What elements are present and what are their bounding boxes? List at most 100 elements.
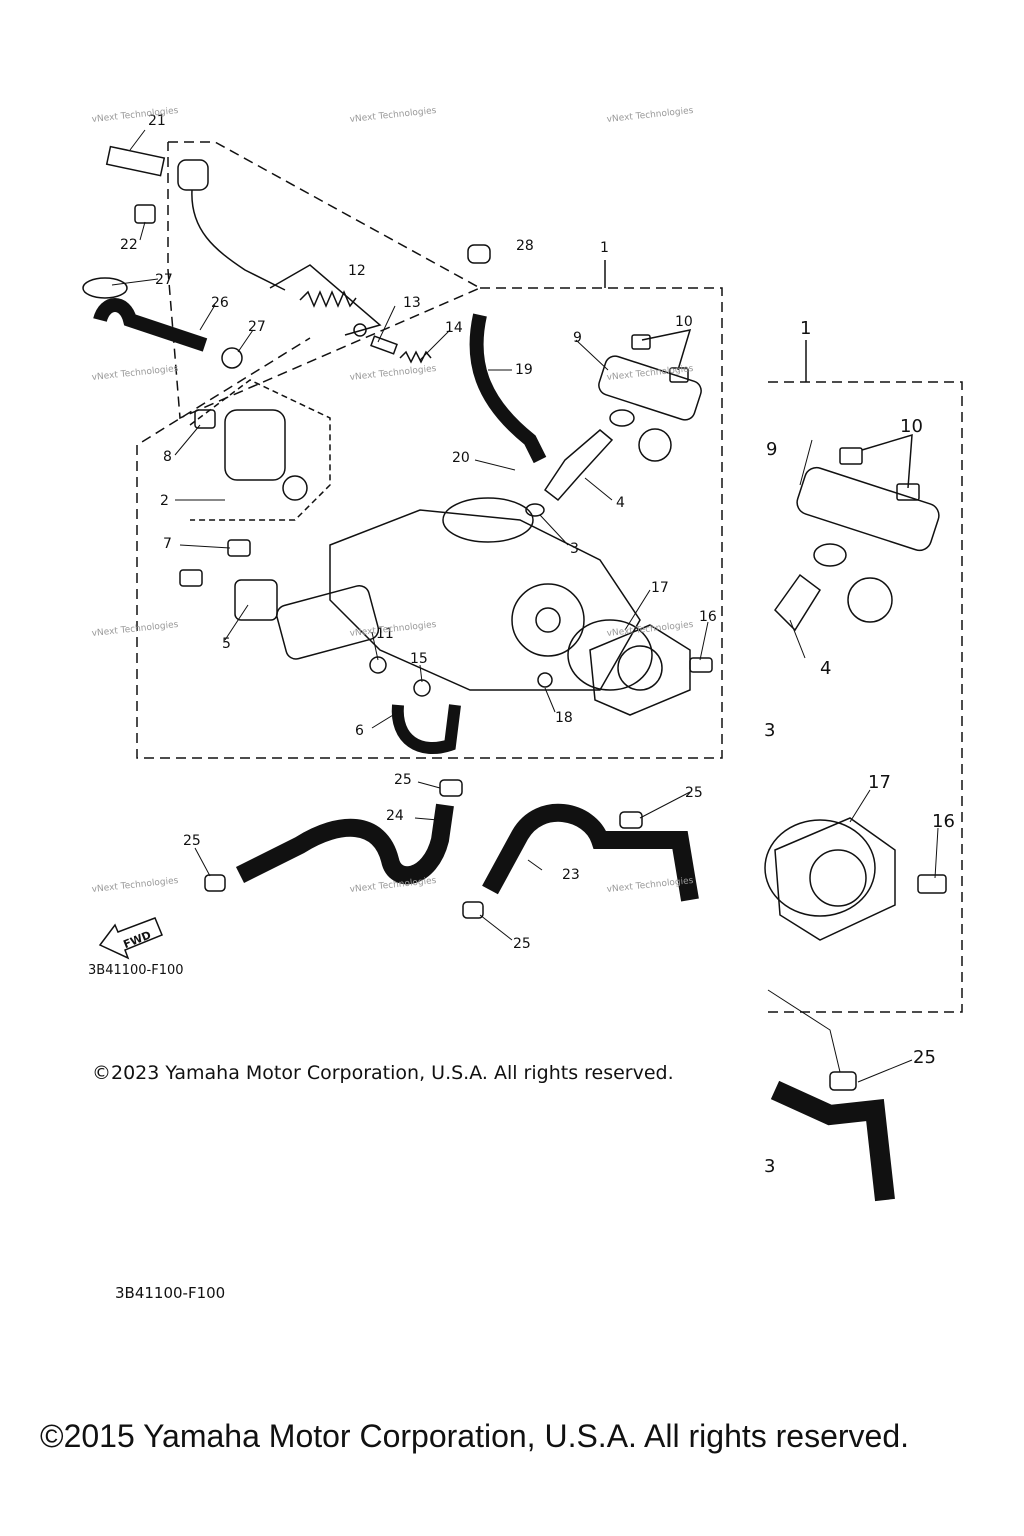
cable-assembly-boundary [167, 141, 482, 420]
zoom-bolt-10a [839, 447, 863, 465]
callout-25a: 25 [394, 772, 412, 788]
cable-washer [353, 323, 367, 337]
gasket-17 [567, 619, 653, 691]
cable-clamp [105, 145, 166, 177]
callout-5: 5 [222, 636, 231, 652]
zoom-hose-23 [770, 1080, 895, 1202]
bolt-8 [194, 409, 216, 429]
zoom-hose-clamp-25 [829, 1071, 857, 1091]
callout-4: 4 [616, 495, 625, 511]
screw-11 [369, 656, 387, 674]
callout-25b: 25 [685, 785, 703, 801]
leader-bracket-10 [641, 329, 692, 371]
callout-6: 6 [355, 723, 364, 739]
zoom-callout-4: 4 [820, 658, 831, 679]
hose-clamp-25c [204, 874, 226, 892]
zoom-fuel-injector [774, 573, 822, 632]
zoom-callout-23: 3 [764, 1156, 775, 1177]
idle-cover [511, 583, 585, 657]
zoom-bolt-16 [917, 874, 947, 894]
assembly-boundary-main [136, 287, 723, 759]
leader-lines [111, 129, 709, 941]
callout-10: 10 [675, 314, 693, 330]
bolt-10a [631, 334, 651, 350]
callout-15: 15 [410, 651, 428, 667]
hose-19 [469, 313, 547, 464]
zoom-bolt-10b [896, 483, 920, 501]
fwd-label: FWD [121, 928, 153, 951]
hose-23 [482, 803, 699, 902]
sensor-o-ring [282, 475, 308, 501]
callout-21: 21 [148, 113, 166, 129]
zoom-callout-16: 16 [932, 811, 955, 832]
diagram-code: 3B41100-F100 [88, 963, 184, 978]
callout-12: 12 [348, 263, 366, 279]
bolt-22 [134, 204, 156, 224]
zoom-callout-3: 3 [764, 720, 775, 741]
watermark-7: vNext Technologies [91, 620, 179, 639]
zoom-callout-10: 10 [900, 416, 923, 437]
callout-22: 22 [120, 237, 138, 253]
callout-16: 16 [699, 609, 717, 625]
callout-2: 2 [160, 493, 169, 509]
copyright-inner: ©2023 Yamaha Motor Corporation, U.S.A. A… [92, 1062, 674, 1084]
leader-bracket-zoom-10 [861, 433, 913, 489]
callout-23: 23 [562, 867, 580, 883]
cable-adjuster [177, 159, 209, 191]
hose-clamp-25d [462, 901, 484, 919]
callout-9: 9 [573, 330, 582, 346]
sensor-5 [234, 579, 278, 621]
fuel-rail [598, 355, 702, 421]
watermark-1: vNext Technologies [91, 106, 179, 125]
bolt-10b [669, 367, 689, 383]
zoom-callout-9: 9 [766, 439, 777, 460]
callout-20: 20 [452, 450, 470, 466]
idle-housing-center [617, 645, 663, 691]
callout-3: 3 [570, 541, 579, 557]
watermark-4: vNext Technologies [91, 364, 179, 383]
zoom-leader-lines [767, 439, 939, 1083]
fwd-arrow [98, 917, 163, 960]
callout-26: 26 [211, 295, 229, 311]
zoom-boundary [768, 381, 963, 1013]
callout-28: 28 [516, 238, 534, 254]
callout-14: 14 [445, 320, 463, 336]
callout-19: 19 [515, 362, 533, 378]
pressure-regulator [638, 428, 672, 462]
copyright-outer: ©2015 Yamaha Motor Corporation, U.S.A. A… [40, 1418, 910, 1454]
callout-25d: 25 [513, 936, 531, 952]
injector-washer [525, 503, 545, 517]
callout-7: 7 [163, 536, 172, 552]
sensor-subgroup-boundary [189, 379, 331, 521]
hose-26 [93, 298, 208, 352]
clip-28 [467, 244, 491, 264]
callout-27a: 27 [155, 272, 173, 288]
hose-clip-27b [221, 347, 243, 369]
callout-1: 1 [600, 240, 609, 256]
throttle-body [329, 509, 641, 691]
watermark-9: vNext Technologies [606, 620, 694, 639]
zoom-pressure-regulator [847, 577, 893, 623]
callout-17: 17 [651, 580, 669, 596]
zoom-callout-1: 1 [800, 318, 811, 339]
zoom-fuel-rail-port [813, 543, 847, 567]
plug-18 [537, 672, 553, 688]
hose-24 [235, 803, 454, 885]
callout-13: 13 [403, 295, 421, 311]
zoom-fuel-rail [796, 466, 940, 552]
spring-14 [399, 350, 432, 364]
watermark-2: vNext Technologies [349, 106, 437, 125]
hose-clamp-25b [619, 811, 643, 829]
throttle-cable [191, 189, 286, 291]
zoom-idle-housing [774, 817, 896, 941]
diagram-code-large: 3B41100-F100 [115, 1284, 225, 1302]
callout-27b: 27 [248, 319, 266, 335]
zoom-idle-housing-center [809, 849, 867, 907]
watermark-10: vNext Technologies [91, 876, 179, 895]
sensor-bracket [276, 584, 380, 660]
bolt-7b [179, 569, 203, 587]
fuel-injector [543, 429, 614, 502]
zoom-callout-17: 17 [868, 772, 891, 793]
callout-11: 11 [376, 626, 394, 642]
